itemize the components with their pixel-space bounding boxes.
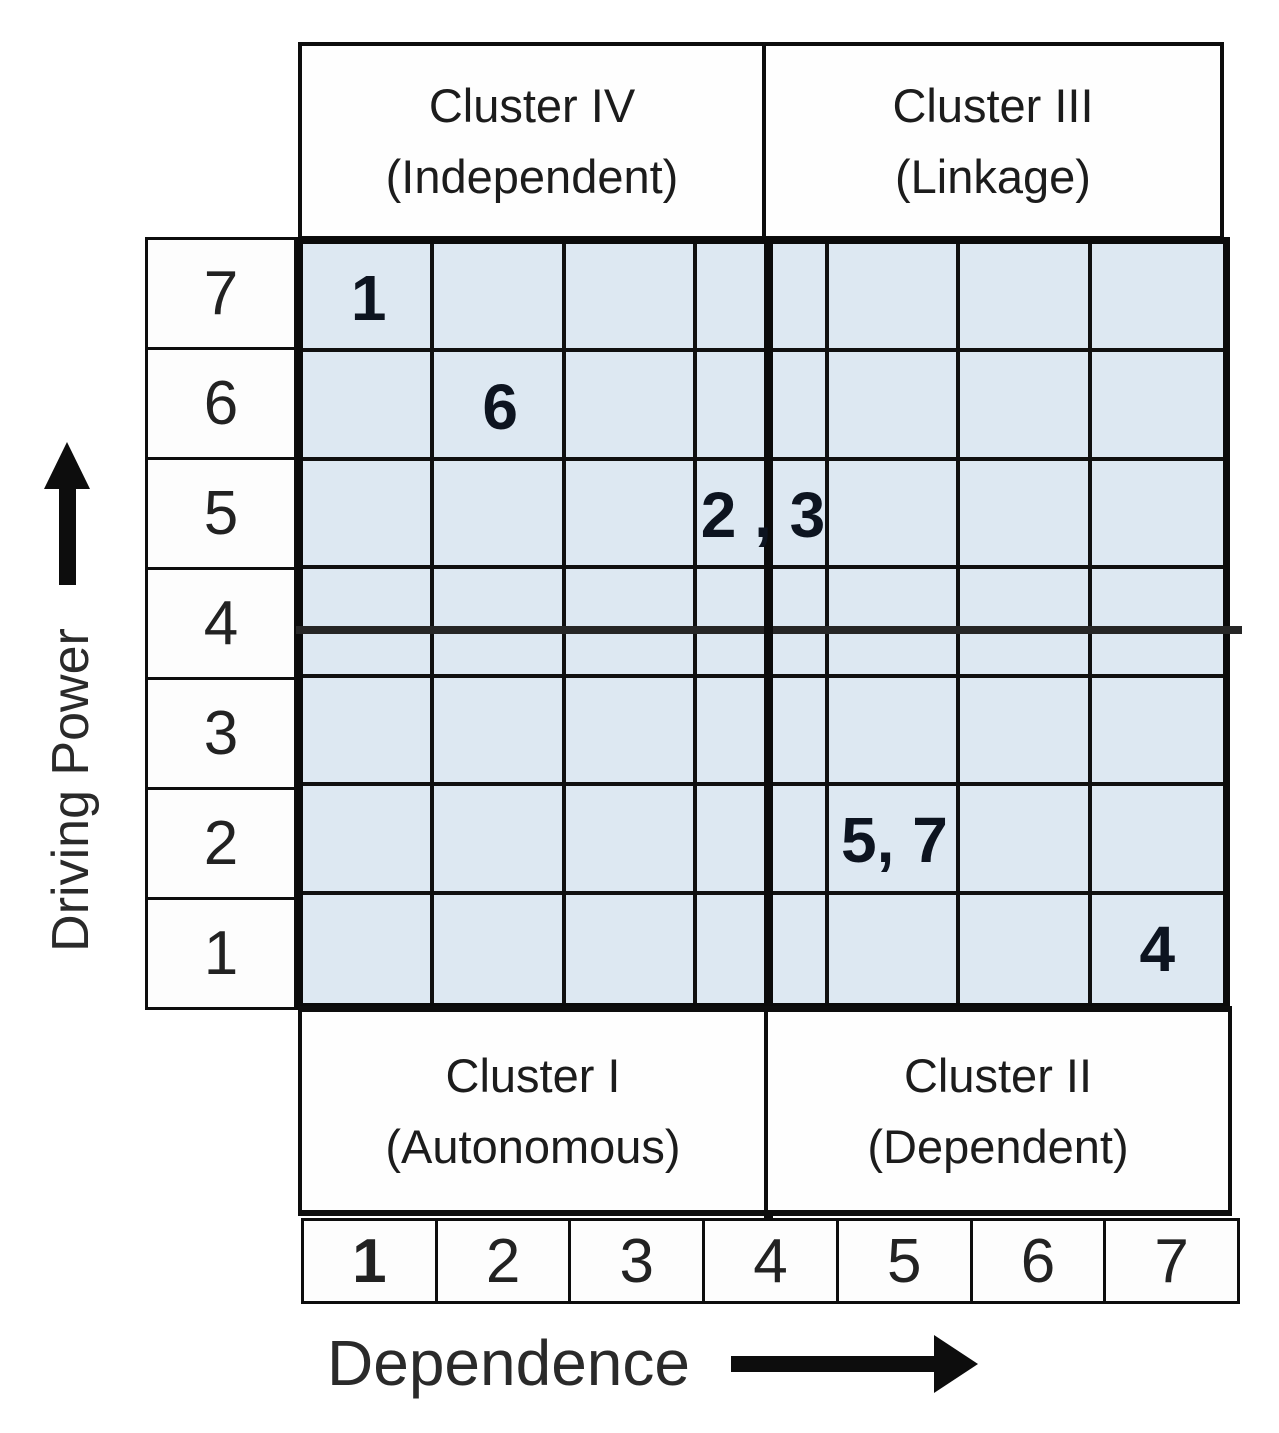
grid-cell [697, 786, 829, 895]
grid-cell [434, 569, 566, 678]
grid-cell [565, 677, 698, 787]
quadrant-title: Cluster IV [428, 79, 636, 132]
grid-cell [960, 786, 1092, 895]
x-axis-title: Dependence [327, 1327, 690, 1399]
grid-cell [565, 786, 698, 895]
x-tick: 1 [352, 1226, 387, 1296]
grid-cell [697, 460, 829, 570]
grid-cell [303, 786, 435, 895]
y-tick: 3 [148, 677, 294, 787]
y-tick: 1 [148, 897, 294, 1007]
grid-cell [303, 352, 435, 461]
grid-cell [434, 460, 566, 570]
grid-cell [566, 894, 698, 1003]
y-tick: 6 [148, 347, 294, 457]
quadrant-title: Cluster II [903, 1049, 1093, 1102]
right-arrow-icon [731, 1356, 936, 1372]
grid-cell [565, 460, 698, 570]
up-arrow-head-icon [44, 442, 90, 489]
up-arrow-icon [59, 487, 76, 585]
grid-cell [960, 460, 1092, 570]
grid-cell [697, 569, 829, 678]
quadrant-box-cluster-i: Cluster I (Autonomous) [298, 1006, 768, 1216]
grid-cell [565, 244, 698, 353]
grid-cell [434, 244, 566, 353]
y-tick: 4 [148, 567, 294, 677]
grid-cell [434, 677, 566, 787]
grid-cell [697, 894, 829, 1003]
y-tick: 7 [203, 259, 239, 328]
grid-cell [1091, 352, 1223, 461]
grid-cell [828, 569, 961, 678]
grid-cell [960, 894, 1092, 1003]
y-tick: 2 [148, 787, 294, 897]
variable-label: 6 [482, 370, 518, 443]
vertical-quadrant-divider [764, 237, 773, 1018]
quadrant-title: Cluster III [892, 79, 1094, 132]
variable-label: 2 , 3 [700, 479, 826, 552]
grid-cell [1091, 678, 1223, 787]
grid-cell [828, 244, 961, 353]
grid-cell [1091, 786, 1223, 895]
y-tick: 5 [148, 457, 294, 567]
x-tick: 2 [434, 1221, 569, 1301]
grid-cell [303, 894, 435, 1003]
grid-cell [828, 677, 961, 787]
grid-cell [828, 352, 961, 461]
quadrant-box-cluster-ii: Cluster II (Dependent) [768, 1006, 1232, 1216]
y-axis-title: Driving Power [42, 628, 100, 952]
variable-label: 5, 7 [841, 804, 948, 877]
quadrant-box-cluster-iv: Cluster IV (Independent) [298, 42, 766, 240]
x-tick: 6 [969, 1221, 1104, 1301]
quadrant-subtitle: (Dependent) [867, 1120, 1129, 1173]
quadrant-subtitle: (Linkage) [895, 150, 1091, 203]
matrix-grid [296, 237, 1230, 1010]
grid-cell [565, 569, 698, 678]
grid-cell [960, 677, 1092, 787]
grid-cell [1091, 461, 1223, 570]
matrix-grid-cells [303, 244, 1223, 1003]
grid-cell [697, 677, 829, 787]
grid-cell [1091, 569, 1223, 678]
x-tick: 7 [1103, 1221, 1237, 1301]
quadrant-subtitle: (Independent) [385, 150, 679, 203]
grid-cell [960, 352, 1092, 461]
x-axis-tick-row: 1 2 3 4 5 6 7 [301, 1218, 1240, 1304]
grid-cell [303, 460, 435, 570]
quadrant-title: Cluster I [445, 1049, 621, 1102]
y-axis-tick-column: 7 6 5 4 3 2 1 [145, 237, 297, 1010]
grid-cell [434, 786, 566, 895]
x-tick: 3 [568, 1221, 702, 1301]
variable-label: 4 [1139, 912, 1176, 985]
x-tick: 5 [835, 1221, 970, 1301]
grid-cell [697, 244, 829, 353]
right-arrow-head-icon [934, 1335, 978, 1393]
quadrant-box-cluster-iii: Cluster III (Linkage) [766, 42, 1224, 240]
grid-cell [960, 244, 1092, 353]
quadrant-subtitle: (Autonomous) [385, 1120, 681, 1173]
grid-cell [565, 352, 698, 461]
grid-cell [434, 894, 566, 1003]
grid-cell [303, 244, 435, 353]
grid-cell [434, 352, 566, 461]
grid-cell [303, 677, 435, 787]
grid-cell [960, 569, 1092, 678]
x-tick: 4 [702, 1221, 836, 1301]
grid-cell [829, 894, 961, 1003]
grid-cell [1091, 244, 1223, 353]
grid-cell [828, 786, 961, 895]
variable-label: 1 [350, 262, 387, 335]
grid-cell [697, 352, 829, 461]
grid-cell [303, 569, 435, 678]
grid-cell [828, 460, 961, 570]
